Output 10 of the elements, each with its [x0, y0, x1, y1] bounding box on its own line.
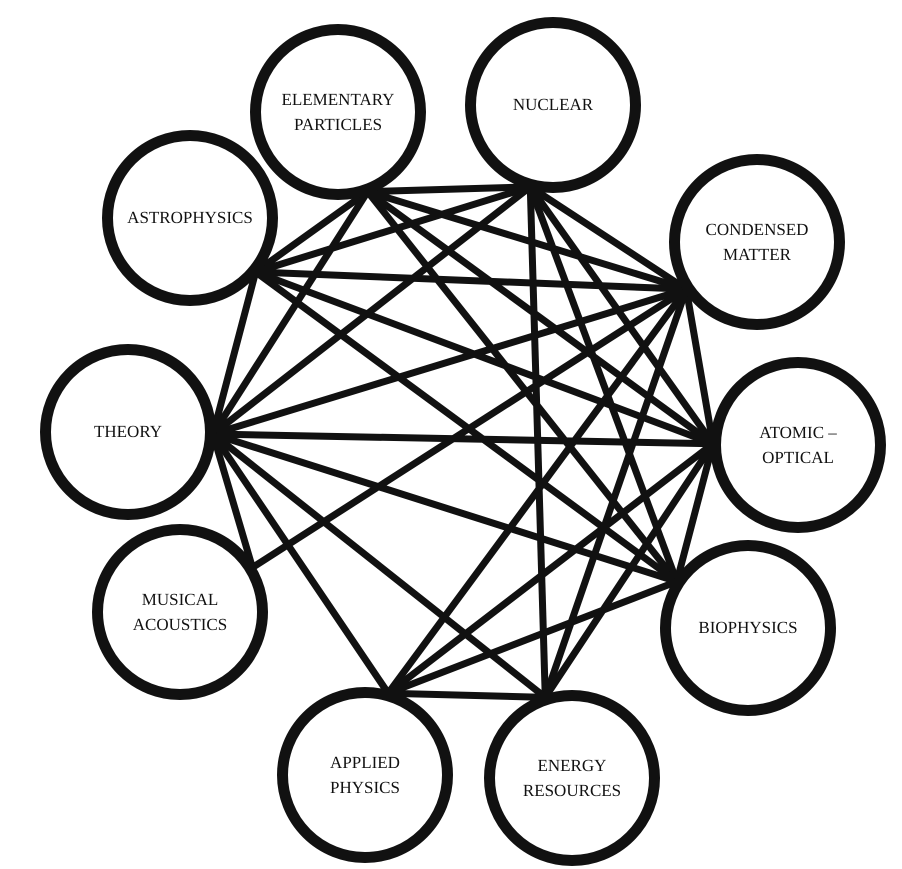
topic-label: CONDENSED MATTER [704, 218, 810, 266]
topic-label: MUSICAL ACOUSTICS [132, 588, 228, 636]
topic-label: NUCLEAR [512, 94, 594, 116]
topic-label: ELEMENTARY PARTICLES [280, 88, 396, 136]
topic-label: BIOPHYSICS [698, 617, 798, 640]
topic-label: ATOMIC – OPTICAL [758, 422, 838, 469]
topic-label: ENERGY RESOURCES [522, 754, 622, 802]
topic-label: ASTROPHYSICS [127, 207, 253, 230]
topic-label: THEORY [94, 421, 162, 444]
topic-label: APPLIED PHYSICS [329, 752, 401, 799]
